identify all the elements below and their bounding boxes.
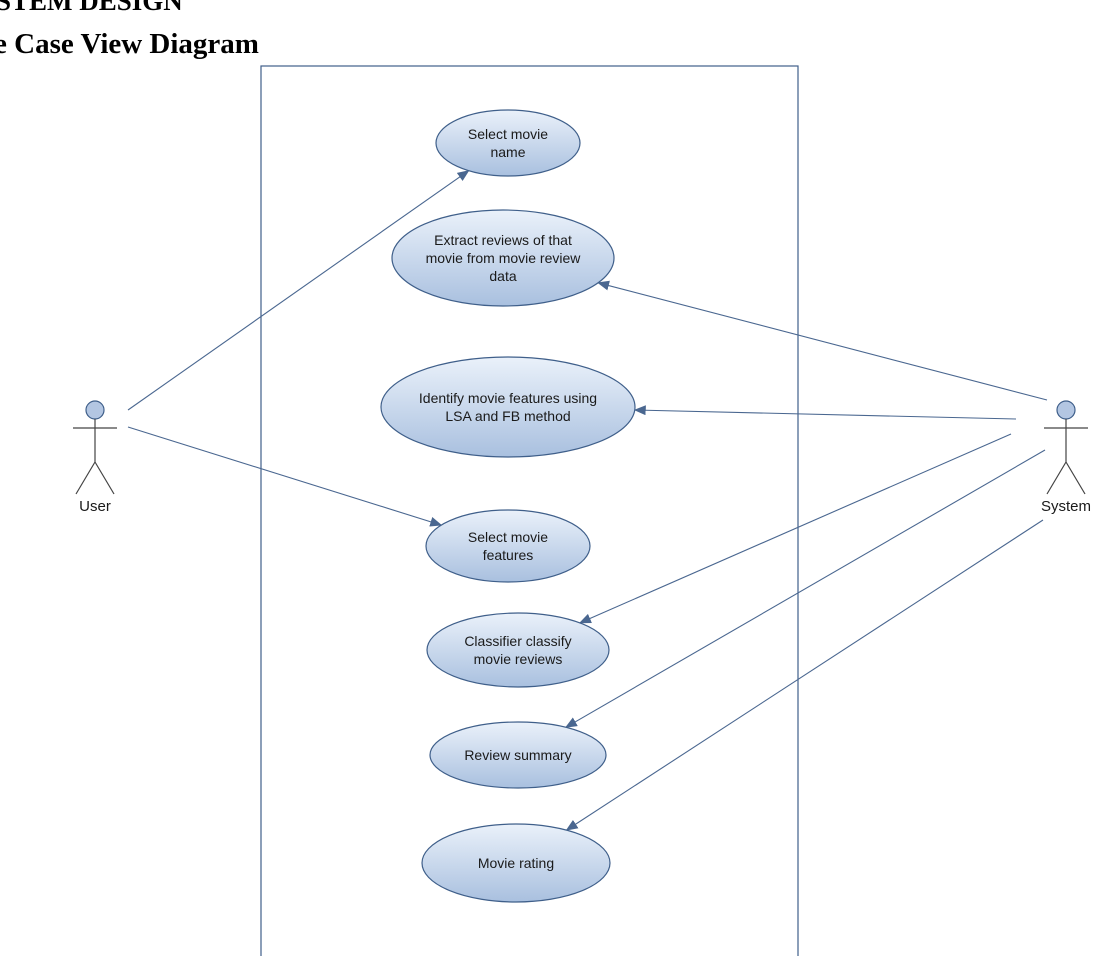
use-case-ellipse (435, 109, 581, 177)
use-case-extract-reviews: Extract reviews of that movie from movie … (391, 209, 615, 307)
use-case-label: Identify movie features using (419, 390, 597, 406)
use-case-label: name (490, 144, 525, 160)
use-case-ellipse (425, 509, 591, 583)
use-case-movie-rating: Movie rating (421, 823, 611, 903)
association-system-to-movie-rating (565, 519, 1044, 831)
association-system-to-review-summary (564, 449, 1046, 728)
actor-body-icon (1044, 419, 1088, 495)
use-case-label: Select movie (468, 126, 548, 142)
use-case-label: movie from movie review (426, 250, 582, 266)
actor-user: User (73, 400, 117, 515)
association-user-to-select-movie-name (127, 170, 470, 411)
use-case-ellipse (391, 209, 615, 307)
use-case-ellipse (426, 612, 610, 688)
association-system-to-extract-reviews (597, 280, 1048, 401)
associations (127, 170, 1048, 831)
actor-head-icon (85, 400, 105, 420)
section-heading: STEM DESIGN (0, 0, 183, 16)
use-case-select-movie-name: Select movie name (435, 109, 581, 177)
use-case-label: Select movie (468, 529, 548, 545)
use-case-label: features (483, 547, 534, 563)
actor-label: User (79, 498, 111, 515)
use-case-label: LSA and FB method (445, 408, 570, 424)
actor-body-icon (73, 419, 117, 495)
actor-label: System (1041, 498, 1091, 515)
diagram-title: e Case View Diagram (0, 28, 259, 60)
actor-head-icon (1056, 400, 1076, 420)
use-case-label: Classifier classify (464, 633, 571, 649)
system-boundary (260, 65, 799, 956)
association-system-to-classifier-classify (578, 433, 1012, 624)
use-case-review-summary: Review summary (429, 721, 607, 789)
use-case-ellipse (421, 823, 611, 903)
use-case-label: Extract reviews of that (434, 232, 572, 248)
association-user-to-select-movie-features (127, 426, 443, 527)
use-case-label: Review summary (464, 747, 571, 763)
use-case-classifier-classify: Classifier classify movie reviews (426, 612, 610, 688)
association-system-to-identify-features (633, 405, 1017, 420)
use-case-ellipse (429, 721, 607, 789)
use-case-label: movie reviews (474, 651, 563, 667)
use-case-select-movie-features: Select movie features (425, 509, 591, 583)
actors: User System (73, 400, 1091, 515)
use-case-ellipse (380, 356, 636, 458)
use-case-label: data (489, 268, 516, 284)
use-case-label: Movie rating (478, 855, 554, 871)
actor-system: System (1041, 400, 1091, 515)
